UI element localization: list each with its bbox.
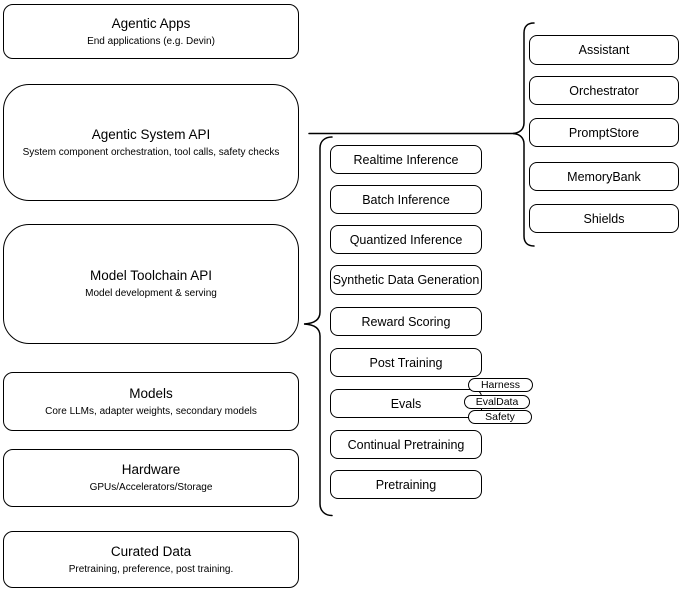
- node-title: Agentic Apps: [111, 15, 191, 31]
- node-post-training: Post Training: [330, 348, 482, 377]
- node-subtitle: Pretraining, preference, post training.: [68, 563, 234, 575]
- node-subtitle: System component orchestration, tool cal…: [22, 146, 280, 158]
- node-orchestrator: Orchestrator: [529, 76, 679, 105]
- node-title: Agentic System API: [91, 126, 211, 142]
- node-subtitle: Model development & serving: [85, 288, 217, 299]
- node-model-toolchain-api: Model Toolchain API Model development & …: [3, 224, 299, 344]
- node-subtitle: GPUs/Accelerators/Storage: [89, 482, 213, 493]
- node-continual-pretraining: Continual Pretraining: [330, 430, 482, 459]
- tag-safety: Safety: [468, 410, 532, 424]
- node-title: Model Toolchain API: [89, 268, 213, 283]
- node-shields: Shields: [529, 204, 679, 233]
- node-curated-data: Curated Data Pretraining, preference, po…: [3, 531, 299, 588]
- node-batch-inference: Batch Inference: [330, 185, 482, 214]
- node-title: Models: [129, 385, 173, 401]
- tag-evaldata: EvalData: [464, 395, 530, 409]
- node-subtitle: Core LLMs, adapter weights, secondary mo…: [45, 405, 257, 417]
- node-pretraining: Pretraining: [330, 470, 482, 499]
- node-assistant: Assistant: [529, 35, 679, 65]
- node-memorybank: MemoryBank: [529, 162, 679, 191]
- toolchain-brace: [303, 136, 333, 517]
- node-synthetic-data-generation: Synthetic Data Generation: [330, 265, 482, 295]
- node-agentic-system-api: Agentic System API System component orch…: [3, 84, 299, 201]
- node-models: Models Core LLMs, adapter weights, secon…: [3, 372, 299, 431]
- node-realtime-inference: Realtime Inference: [330, 145, 482, 174]
- node-reward-scoring: Reward Scoring: [330, 307, 482, 336]
- node-evals: Evals: [330, 389, 482, 418]
- node-subtitle: End applications (e.g. Devin): [87, 35, 215, 47]
- node-quantized-inference: Quantized Inference: [330, 225, 482, 254]
- node-agentic-apps: Agentic Apps End applications (e.g. Devi…: [3, 4, 299, 59]
- node-promptstore: PromptStore: [529, 118, 679, 147]
- node-title: Hardware: [121, 462, 181, 477]
- tag-harness: Harness: [468, 378, 533, 392]
- node-hardware: Hardware GPUs/Accelerators/Storage: [3, 449, 299, 507]
- node-title: Curated Data: [110, 543, 192, 559]
